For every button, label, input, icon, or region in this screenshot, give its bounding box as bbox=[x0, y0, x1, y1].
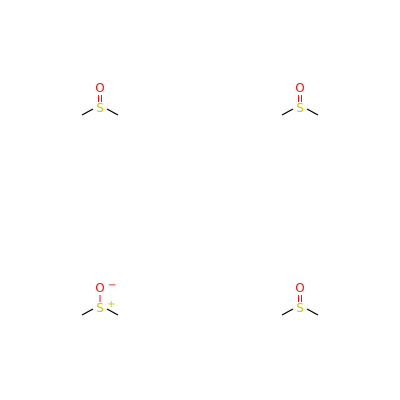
sulfur-atom-label: S bbox=[296, 101, 304, 115]
bond-right-methyl bbox=[306, 308, 319, 316]
sulfur-atom-label: S bbox=[96, 301, 104, 315]
oxygen-atom-label: O bbox=[95, 281, 104, 295]
sulfur-atom-label: S bbox=[296, 301, 304, 315]
oxygen-atom-label: O bbox=[95, 81, 104, 95]
bond-right-methyl bbox=[306, 108, 319, 116]
bond-left-methyl bbox=[81, 308, 94, 316]
bond-right-methyl bbox=[106, 108, 119, 116]
sulfur-charge: + bbox=[107, 299, 115, 310]
bond-left-methyl bbox=[281, 308, 294, 316]
oxygen-charge: − bbox=[108, 280, 116, 291]
sulfur-atom-label: S bbox=[96, 101, 104, 115]
molecule-2: OS bbox=[281, 81, 319, 116]
oxygen-atom-label: O bbox=[295, 81, 304, 95]
molecule-4: OS bbox=[281, 281, 319, 316]
molecule-3: OS− + bbox=[81, 280, 119, 316]
oxygen-atom-label: O bbox=[295, 281, 304, 295]
bond-left-methyl bbox=[81, 108, 94, 116]
bond-right-methyl bbox=[106, 308, 119, 316]
bond-left-methyl bbox=[281, 108, 294, 116]
molecule-1: OS bbox=[81, 81, 119, 116]
